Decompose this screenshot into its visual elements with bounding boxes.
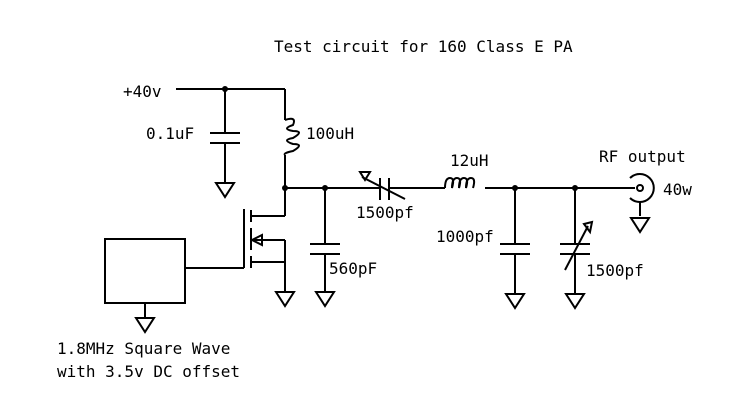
load-capacitor — [500, 188, 530, 310]
rf-output-connector — [629, 173, 655, 234]
tuning-variable-capacitor — [560, 188, 594, 310]
ground-icon — [214, 182, 236, 199]
ground-icon — [314, 291, 336, 308]
source-label-2: with 3.5v DC offset — [57, 362, 240, 381]
series-cap-label: 1500pf — [356, 203, 414, 222]
ground-icon — [504, 293, 526, 310]
rfc-inductor — [283, 89, 300, 188]
shunt-capacitor — [310, 188, 340, 308]
signal-source-box — [104, 238, 186, 304]
mosfet — [243, 188, 296, 308]
supply-label: +40v — [123, 82, 162, 101]
bypass-capacitor — [210, 89, 240, 199]
load-cap-label: 1000pf — [436, 227, 494, 246]
rf-output-label: RF output — [599, 147, 686, 166]
ground-icon — [274, 291, 296, 308]
series-inductor-label: 12uH — [450, 151, 489, 170]
ground-icon — [629, 217, 651, 234]
power-label: 40w — [663, 180, 692, 199]
series-inductor — [444, 176, 635, 189]
rfc-label: 100uH — [306, 124, 354, 143]
tune-cap-label: 1500pf — [586, 261, 644, 280]
ground-icon — [564, 293, 586, 310]
source-label-1: 1.8MHz Square Wave — [57, 339, 230, 358]
bypass-cap-label: 0.1uF — [146, 124, 194, 143]
series-variable-capacitor — [355, 171, 445, 200]
title: Test circuit for 160 Class E PA — [274, 37, 573, 56]
ground-icon — [134, 317, 156, 334]
shunt-cap-label: 560pF — [329, 259, 377, 278]
